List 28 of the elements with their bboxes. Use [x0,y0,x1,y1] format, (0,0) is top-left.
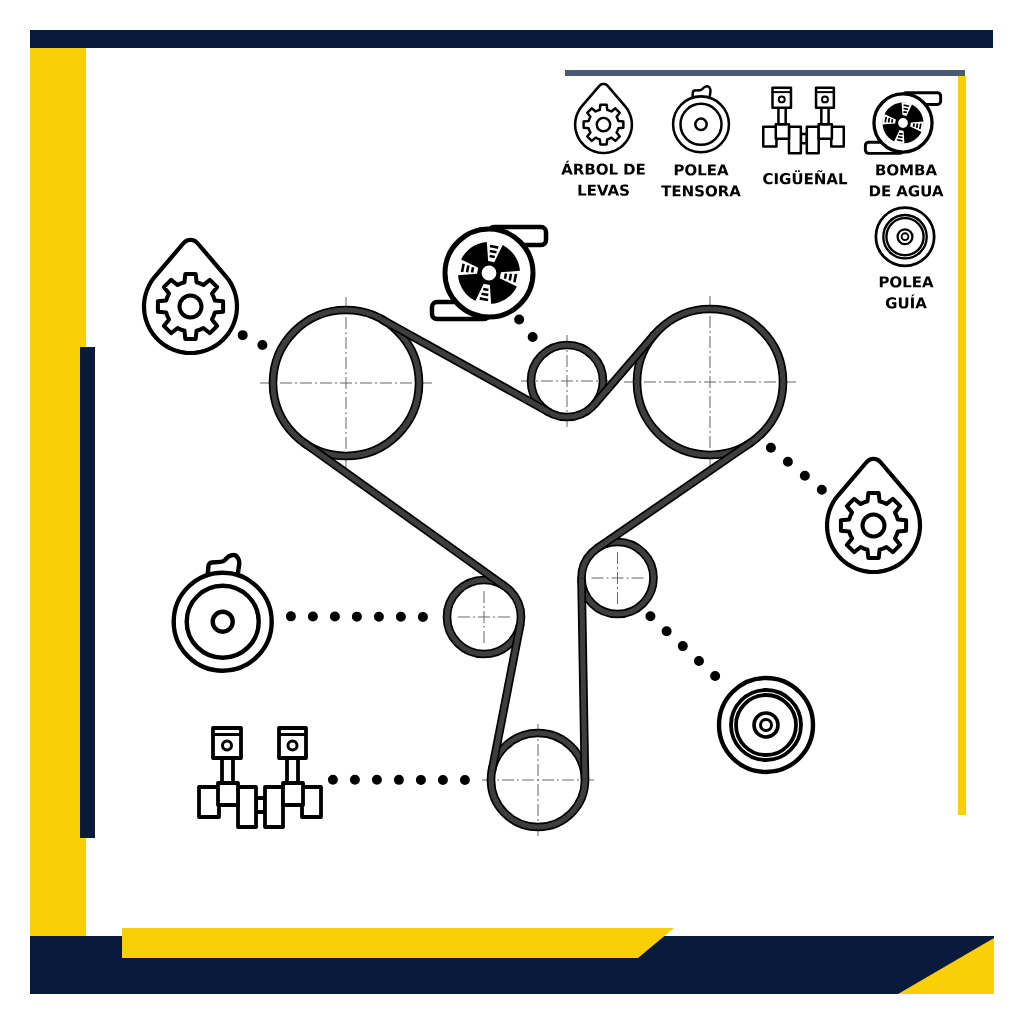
crankshaft-icon [197,726,323,829]
pump-icon [429,224,549,322]
pulley [526,340,608,422]
belt [487,623,525,772]
pulley-icon [716,675,816,775]
legend-label: POLEA GUÍA [879,276,934,309]
tensioner-icon [171,552,274,673]
pulley [577,537,658,619]
dotted-leader-line [327,774,470,785]
dotted-leader-line [285,611,428,622]
belt [594,438,755,553]
cam-gear-icon [824,456,923,575]
pulley [442,575,526,659]
dotted-leader-line [237,330,268,350]
belt [379,315,552,417]
legend-label: BOMBA DE AGUA [869,164,944,197]
legend-label: POLEA TENSORA [661,164,741,197]
legend-label: CIGÜEÑAL [763,170,848,185]
dotted-leader-line [514,314,538,342]
belt [300,438,509,591]
pulley [268,305,424,461]
dotted-leader-line [765,442,827,495]
dotted-leader-line [645,611,721,681]
belt [590,331,659,408]
legend-label: ÁRBOL DE LEVAS [561,160,645,196]
belt [577,578,590,780]
pulley [632,304,788,460]
cam-gear-icon [141,237,240,356]
